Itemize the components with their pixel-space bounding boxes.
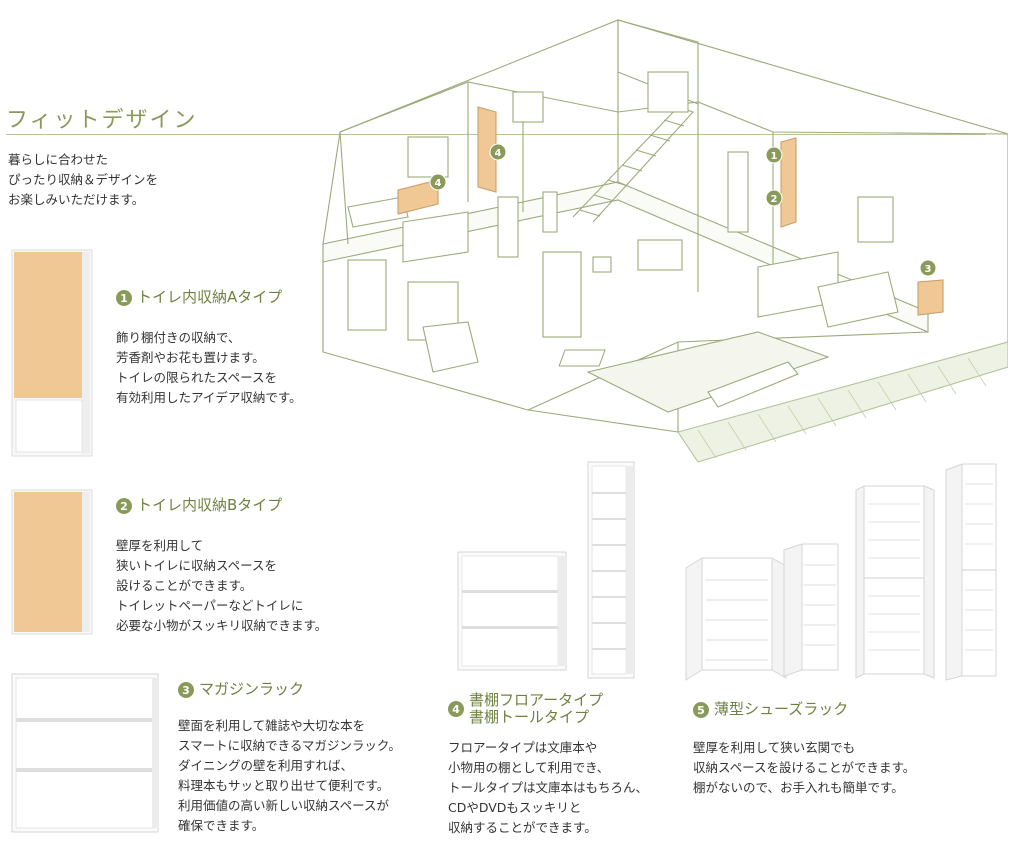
house-marker-2: 2	[771, 194, 778, 205]
section-2-description: 壁厚を利用して 狭いトイレに収納スペースを 設けることができます。 トイレットペ…	[116, 538, 328, 633]
section-5-description: 壁厚を利用して狭い玄関でも 収納スペースを設けることができます。 棚がないので、…	[693, 740, 916, 795]
house-marker-1: 1	[771, 151, 778, 162]
section-3-title: マガジンラック	[199, 680, 305, 698]
section-3-description: 壁面を利用して雑誌や大切な本を スマートに収納できるマガジンラック。 ダイニング…	[178, 718, 401, 833]
toilet-storage-b-image	[11, 489, 93, 635]
section-1-heading: 1 トイレ内収納Aタイプ	[116, 289, 282, 306]
number-badge: 1	[116, 290, 132, 306]
section-1-title: トイレ内収納Aタイプ	[137, 288, 283, 306]
number-badge: 2	[116, 498, 132, 514]
number-badge: 5	[693, 702, 709, 718]
house-marker-4b: 4	[495, 148, 502, 159]
number-badge: 4	[448, 701, 464, 717]
section-2-heading: 2 トイレ内収納Bタイプ	[116, 497, 282, 514]
house-marker-4a: 4	[435, 178, 442, 189]
page-title: フィットデザイン	[6, 108, 198, 133]
section-2-title: トイレ内収納Bタイプ	[137, 496, 283, 514]
section-1-description: 飾り棚付きの収納で、 芳香剤やお花も置けます。 トイレの限られたスペースを 有効…	[116, 330, 302, 405]
toilet-storage-a-image	[11, 249, 93, 457]
section-5-title: 薄型シューズラック	[714, 700, 849, 718]
floor-bookshelf-image	[457, 551, 567, 671]
number-badge: 3	[178, 682, 194, 698]
house-illustration: 1 2 3 4 4	[322, 19, 1008, 463]
house-marker-3: 3	[925, 264, 932, 275]
section-3-heading: 3 マガジンラック	[178, 681, 304, 698]
section-5-heading: 5 薄型シューズラック	[693, 701, 848, 718]
magazine-rack-image	[11, 673, 159, 833]
section-4-description: フロアータイプは文庫本や 小物用の棚として利用でき、 トールタイプは文庫本はもち…	[448, 740, 649, 835]
section-4-heading: 4 書棚フロアータイプ 書棚トールタイプ	[448, 692, 603, 726]
intro-text: 暮らしに合わせた ぴったり収納＆デザインを お楽しみいただけます。	[8, 152, 159, 207]
tall-bookshelf-image	[587, 461, 635, 679]
section-4-title: 書棚フロアータイプ 書棚トールタイプ	[469, 691, 604, 726]
shoe-rack-image	[685, 463, 997, 681]
